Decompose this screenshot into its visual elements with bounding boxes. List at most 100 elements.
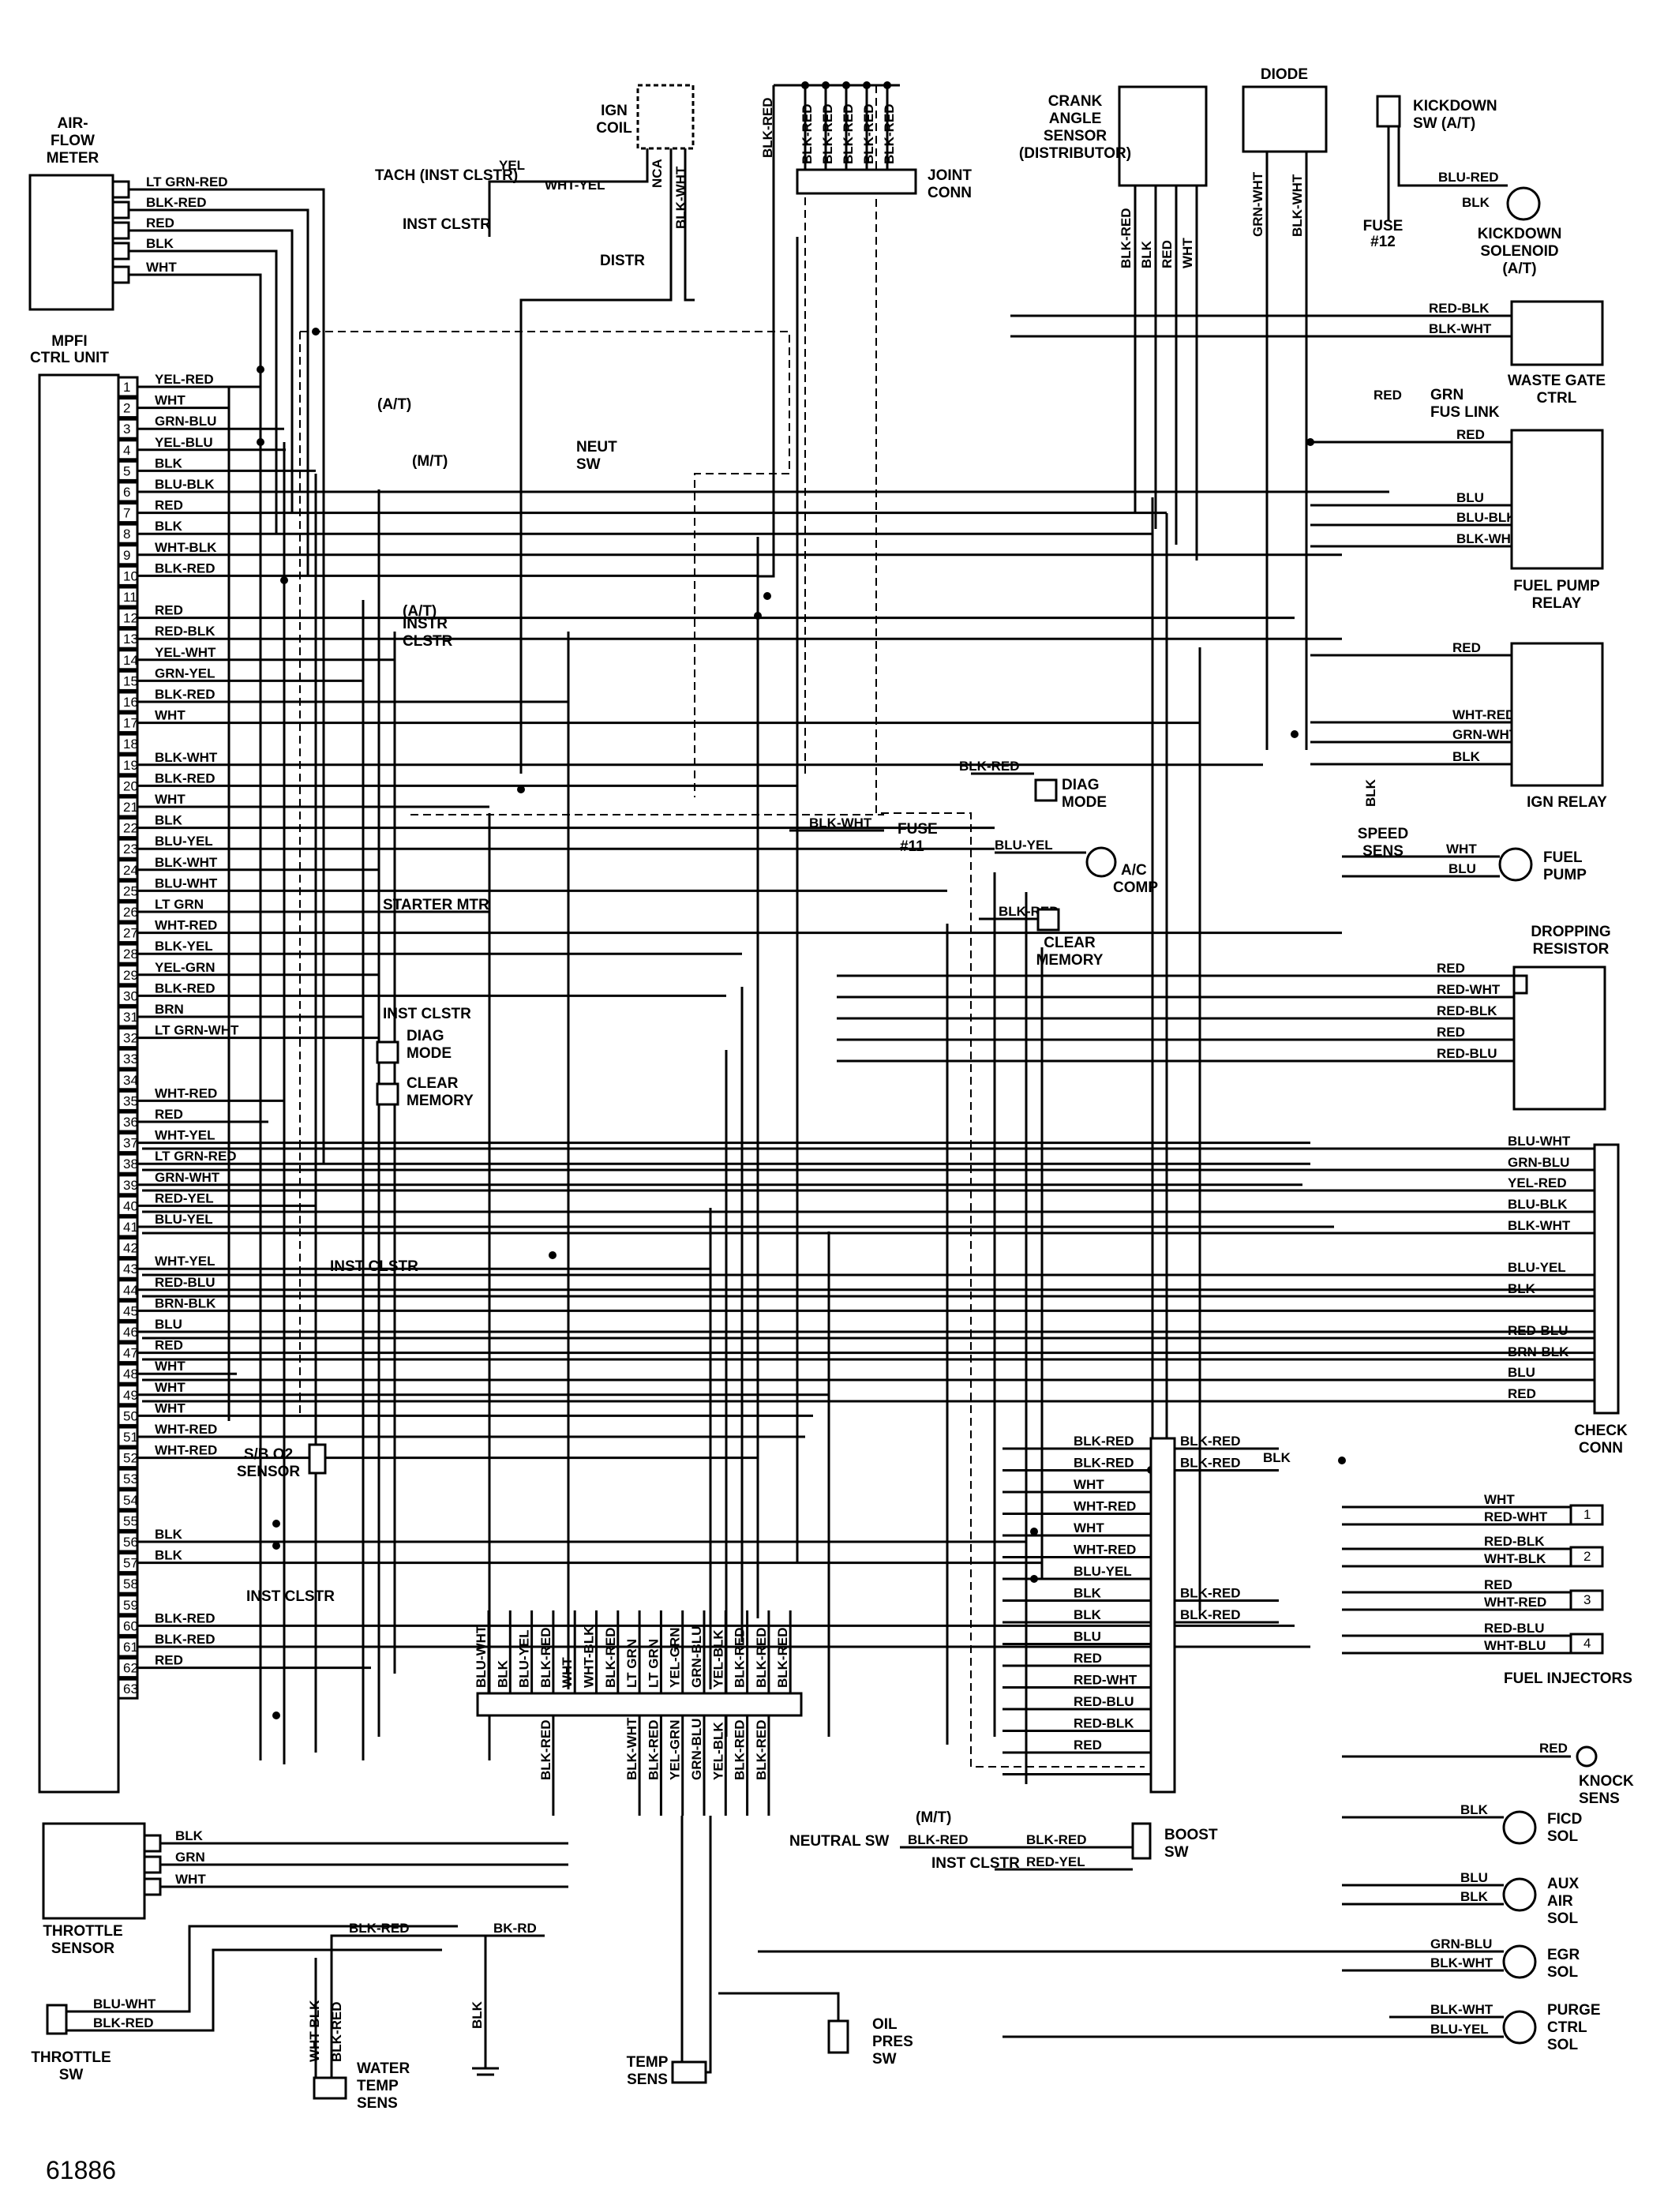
ecu-pin-box xyxy=(117,1048,139,1070)
at-label-top: (A/T) xyxy=(377,396,411,413)
throttle-sw-wire xyxy=(66,1948,442,2032)
airflow-pin xyxy=(111,265,130,284)
check-conn-label: BLK xyxy=(1508,1281,1536,1296)
ecu-pin-number: 31 xyxy=(123,1010,138,1025)
throttle-sw-title-2: SW xyxy=(59,2067,84,2083)
temp-sens-box xyxy=(671,2060,707,2084)
conn15-top-label: LT GRN xyxy=(624,1639,639,1688)
crank-wire-label: BLK-RED xyxy=(1119,208,1134,269)
conn15-top-label: BLK-RED xyxy=(733,1628,748,1689)
airflow-wire-label: BLK xyxy=(146,236,174,251)
ecu-pin-color: BLU-WHT xyxy=(155,875,218,890)
ecu-pin-color: RED xyxy=(155,498,183,513)
ecu-pin-number: 29 xyxy=(123,968,138,983)
ecu-pin-number: 39 xyxy=(123,1178,138,1193)
purge-title-3: SOL xyxy=(1547,2037,1578,2053)
airflow-pin xyxy=(111,221,130,240)
ecu-pin-color: BRN xyxy=(155,1002,184,1017)
fuel-pump-title-2: PUMP xyxy=(1543,867,1587,883)
ecu-pin-box xyxy=(117,1614,139,1637)
ecu-pin-number: 32 xyxy=(123,1031,138,1046)
purge-sol-icon xyxy=(1502,2010,1537,2045)
junction-dot xyxy=(1030,1575,1038,1583)
dropping-resistor-box xyxy=(1512,965,1606,1111)
clear-memory-top-1: CLEAR xyxy=(1044,935,1096,951)
airflow-wire-label: WHT xyxy=(146,260,177,275)
ecu-pin-box xyxy=(117,1573,139,1595)
distr-label: DISTR xyxy=(600,253,645,269)
at-label-instr: (A/T) xyxy=(403,603,437,620)
junction-dot xyxy=(1291,730,1299,738)
ecu-pin-number: 62 xyxy=(123,1661,138,1676)
throttle-sensor-pin xyxy=(143,1855,162,1874)
throttle-sw-wire xyxy=(66,1925,458,2013)
egr-grnblu: GRN-BLU xyxy=(1430,1936,1492,1951)
aux-title-2: AIR xyxy=(1547,1893,1573,1910)
ecu-pin-number: 4 xyxy=(123,443,130,458)
ign-coil-box xyxy=(636,84,695,150)
coil-whtyel: WHT-YEL xyxy=(545,178,605,193)
ecu-pin-number: 51 xyxy=(123,1430,138,1445)
dropping-label: RED-WHT xyxy=(1437,982,1501,997)
ecu-pin-color: WHT-RED xyxy=(155,1422,217,1437)
ecu-pin-color: WHT-RED xyxy=(155,1085,217,1100)
ecu-pin-color: RED-YEL xyxy=(155,1190,214,1205)
airflow-meter-box xyxy=(28,174,114,311)
ecu-pin-number: 19 xyxy=(123,758,138,773)
throttle-sensor-label: WHT xyxy=(175,1872,206,1887)
ecu-pin-color: WHT xyxy=(155,393,186,408)
check-conn-label: BRN-BLK xyxy=(1508,1344,1569,1359)
ecu-pin-box xyxy=(117,523,139,545)
ecu-pin-color: BLK-RED xyxy=(155,687,215,702)
ecu-pin-color: RED-BLK xyxy=(155,624,215,639)
ecu-pin-number: 10 xyxy=(123,568,138,583)
ecu-pin-number: 63 xyxy=(123,1681,138,1696)
fpr-label: BLU xyxy=(1456,490,1484,505)
junction-dot xyxy=(1306,438,1314,446)
conn15-top-label: BLK-RED xyxy=(754,1628,769,1689)
dropping-title-2: RESISTOR xyxy=(1533,941,1610,958)
ecu-pin-number: 18 xyxy=(123,737,138,752)
coil-yel: YEL xyxy=(499,158,525,173)
water-temp-blkred: BLK-RED xyxy=(329,2002,344,2063)
shield-dash-1 xyxy=(300,331,790,797)
conn15-top-label: WHT xyxy=(560,1657,575,1688)
ecu-pin-color: GRN-BLU xyxy=(155,414,216,429)
ecu-pin-number: 36 xyxy=(123,1115,138,1130)
ecu-pin-color: WHT-YEL xyxy=(155,1254,215,1269)
junction-dot xyxy=(257,366,264,373)
dropping-pin-2 xyxy=(1512,974,1528,995)
joint-conn-box xyxy=(796,168,917,195)
ecu-pin-color: BLU xyxy=(155,1317,182,1332)
conn15-top-label: BLU-WHT xyxy=(474,1625,489,1688)
ecu-pin-number: 6 xyxy=(123,485,130,500)
conn15-bot-label: YEL-BLK xyxy=(710,1722,725,1780)
waste-gate-label: BLK-WHT xyxy=(1429,321,1492,336)
kickdown-sol-title-3: (A/T) xyxy=(1502,261,1536,277)
speed-sens-title-2: SENS xyxy=(1362,843,1404,860)
conn15-top-label: WHT-BLK xyxy=(582,1625,597,1688)
ecu-pin-color: LT GRN-RED xyxy=(155,1149,237,1164)
check-conn-label: GRN-BLU xyxy=(1508,1155,1569,1170)
knock-title-2: SENS xyxy=(1579,1790,1620,1807)
joint-wire-label: BLK-RED xyxy=(861,104,876,165)
purge-bluyel: BLU-YEL xyxy=(1430,2022,1489,2037)
airflow-meter-title-1: AIR- xyxy=(57,115,88,132)
conn15-top-label: YEL-GRN xyxy=(668,1628,683,1689)
water-temp-wire xyxy=(330,1934,545,2078)
airflow-pin xyxy=(111,242,130,261)
ecu-pin-number: 48 xyxy=(123,1367,138,1382)
sb-o2-title-2: SENSOR xyxy=(237,1464,301,1480)
diag-mode-left-1: DIAG xyxy=(407,1028,444,1044)
conn15-top-label: LT GRN xyxy=(646,1639,661,1688)
fpr-label: BLK-WHT xyxy=(1456,531,1520,546)
ecu-pin-number: 38 xyxy=(123,1157,138,1172)
ecu-pin-box xyxy=(117,817,139,839)
blk-red-bottom: BLK-RED xyxy=(349,1921,410,1936)
diag-mode-top-2: MODE xyxy=(1062,794,1107,811)
conn16-left-label: BLU-YEL xyxy=(1074,1564,1132,1579)
purge-blkwht: BLK-WHT xyxy=(1430,2002,1493,2017)
throttle-sw-title-1: THROTTLE xyxy=(31,2049,111,2066)
check-conn-label: BLU xyxy=(1508,1365,1535,1380)
ac-comp-title-1: A/C xyxy=(1121,862,1147,879)
